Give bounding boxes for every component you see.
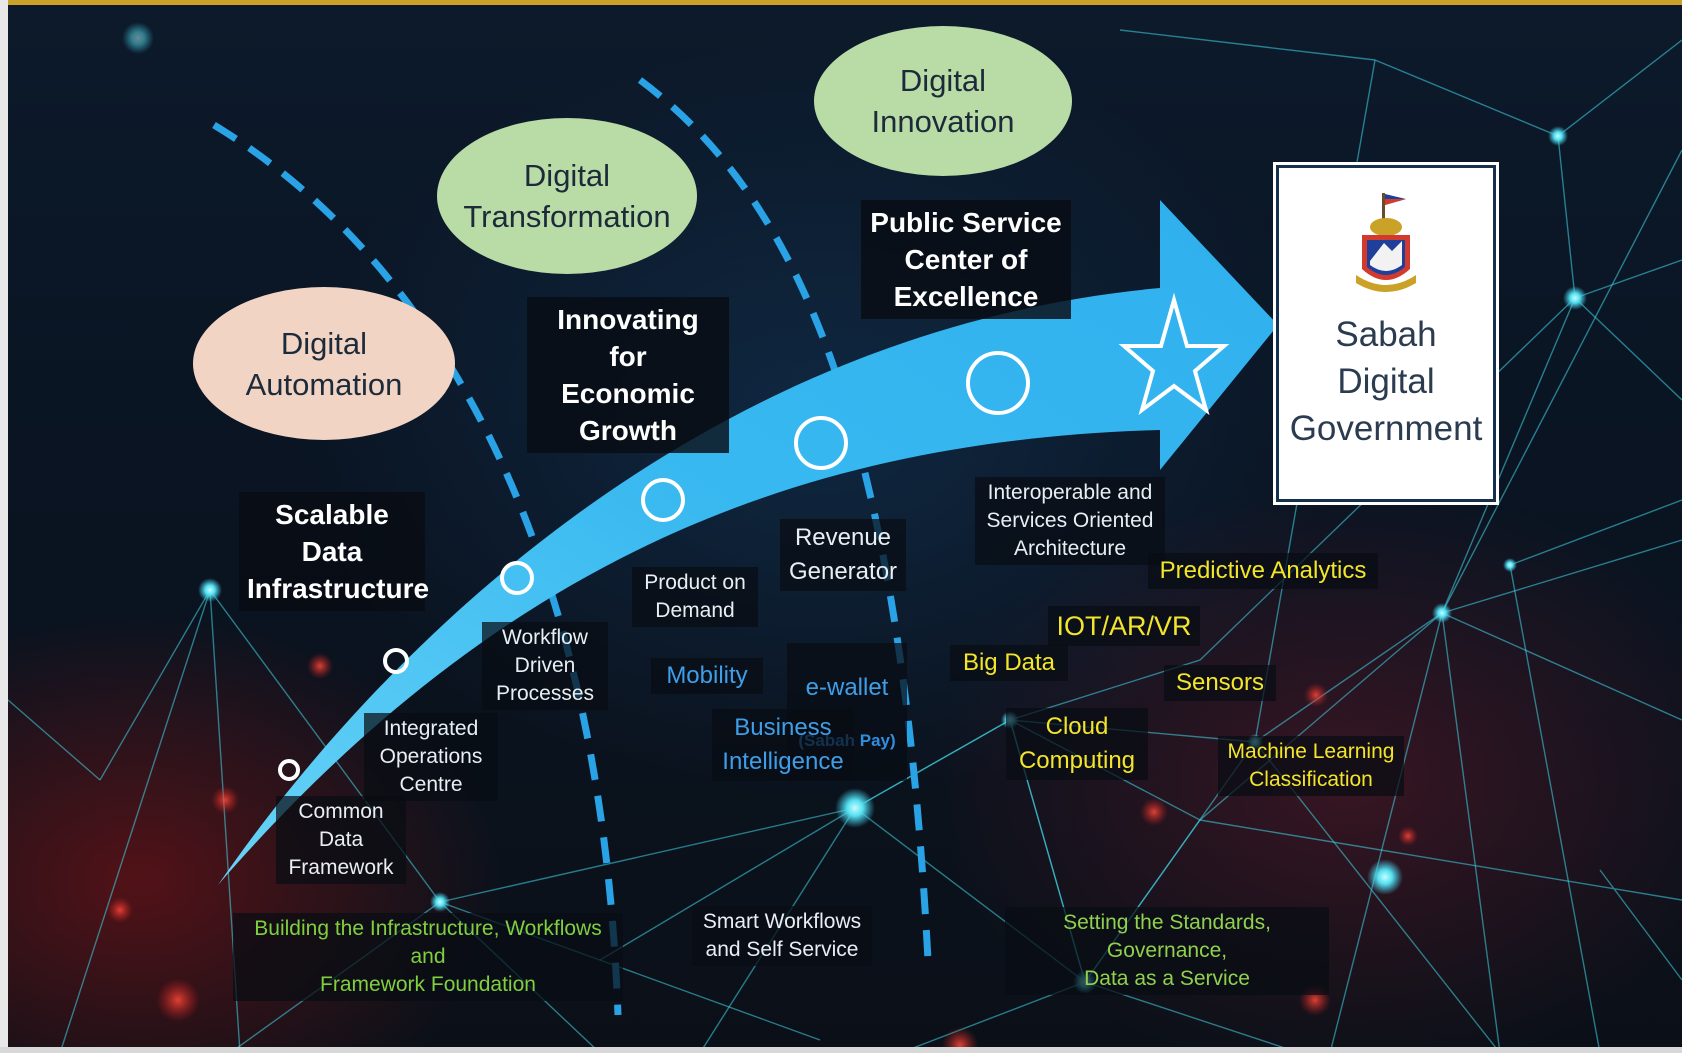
left-edge-bar <box>0 0 8 1053</box>
label-big-data: Big Data <box>950 645 1068 681</box>
label-mobility: Mobility <box>651 658 763 694</box>
label-business-intelligence: Business Intelligence <box>712 709 854 781</box>
label-common-data-framework: Common Data Framework <box>276 796 406 884</box>
e-wallet-text: e-wallet <box>805 674 889 701</box>
sabah-crest-icon <box>1356 193 1416 292</box>
label-cloud-computing: Cloud Computing <box>1006 708 1148 780</box>
label-building-foundation: Building the Infrastructure, Workflows a… <box>233 913 623 1001</box>
bokeh-lights <box>107 653 1418 1053</box>
label-setting-standards: Setting the Standards, Governance, Data … <box>1005 907 1329 995</box>
label-product-on-demand: Product on Demand <box>632 567 758 627</box>
label-revenue-generator: Revenue Generator <box>780 519 906 591</box>
top-accent-bar <box>0 0 1682 5</box>
label-integrated-operations-centre: Integrated Operations Centre <box>364 713 498 801</box>
label-smart-workflows: Smart Workflows and Self Service <box>692 906 872 966</box>
target-title: Sabah Digital Government <box>1289 315 1483 448</box>
label-interoperable-architecture: Interoperable and Services Oriented Arch… <box>975 477 1165 565</box>
network-nodes <box>122 22 1587 994</box>
phase-digital-automation: Digital Automation <box>193 287 455 440</box>
heading-innovating-for-economic-growth: Innovating for Economic Growth <box>527 297 729 453</box>
phase-digital-innovation: Digital Innovation <box>814 26 1072 176</box>
label-workflow-driven-processes: Workflow Driven Processes <box>482 622 608 710</box>
milestone-markers <box>278 351 1030 781</box>
label-predictive-analytics: Predictive Analytics <box>1148 553 1378 589</box>
label-iot-ar-vr: IOT/AR/VR <box>1048 606 1200 646</box>
bottom-edge-bar <box>0 1047 1682 1053</box>
star-icon <box>1118 292 1230 416</box>
label-sensors: Sensors <box>1164 665 1276 701</box>
progress-arrow <box>218 200 1278 885</box>
sabah-digital-government-box: Sabah Digital Government <box>1276 165 1496 502</box>
heading-public-service-center-of-excellence: Public Service Center of Excellence <box>861 200 1071 319</box>
phase-digital-transformation: Digital Transformation <box>437 118 697 274</box>
label-machine-learning: Machine Learning Classification <box>1218 736 1404 796</box>
heading-scalable-data-infrastructure: Scalable Data Infrastructure <box>239 492 429 611</box>
phase-dividers <box>212 77 932 1016</box>
